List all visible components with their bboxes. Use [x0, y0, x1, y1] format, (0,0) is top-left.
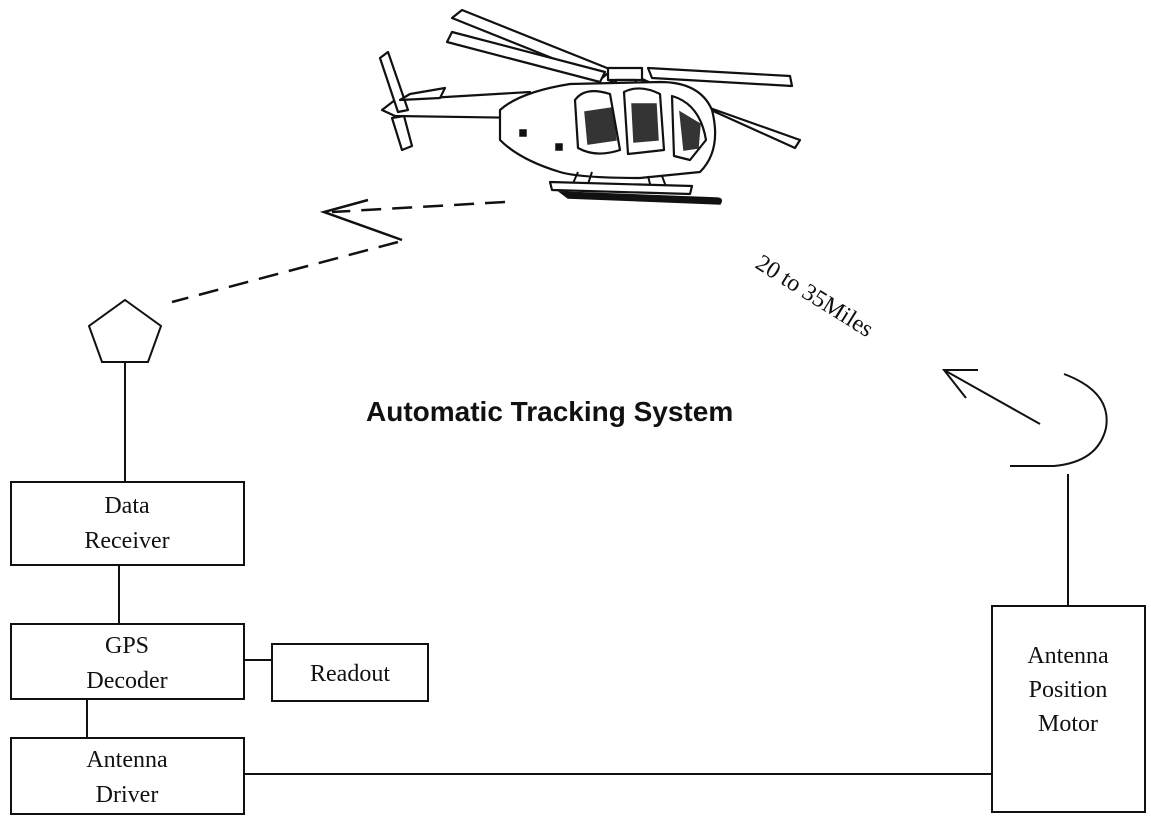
- range-label: 20 to 35Miles: [751, 250, 878, 343]
- antenna-position-motor-block: Antenna Position Motor: [991, 605, 1146, 813]
- radio-link-arrow: [171, 198, 506, 304]
- readout-block: Readout: [271, 643, 429, 702]
- antenna-driver-block: Antenna Driver: [10, 737, 245, 815]
- tracking-direction-arrow: [941, 369, 1041, 425]
- gps-decoder-block: GPS Decoder: [10, 623, 245, 700]
- gps-decoder-label-2: Decoder: [86, 668, 167, 694]
- motor-label-1: Antenna: [1027, 643, 1109, 669]
- receiver-antenna-icon: [87, 298, 163, 363]
- tracking-dish-icon: [1010, 373, 1108, 467]
- data-receiver-label-1: Data: [104, 493, 150, 519]
- data-receiver-label-2: Receiver: [84, 528, 169, 554]
- readout-label: Readout: [310, 661, 390, 687]
- gps-decoder-label-1: GPS: [105, 633, 149, 659]
- data-receiver-block: Data Receiver: [10, 481, 245, 566]
- antenna-driver-label-1: Antenna: [86, 747, 168, 773]
- motor-label-2: Position: [1029, 677, 1108, 703]
- diagram-title: Automatic Tracking System: [366, 396, 733, 427]
- motor-label-3: Motor: [1038, 711, 1098, 737]
- antenna-driver-label-2: Driver: [96, 782, 159, 808]
- helicopter-illustration: [378, 8, 802, 205]
